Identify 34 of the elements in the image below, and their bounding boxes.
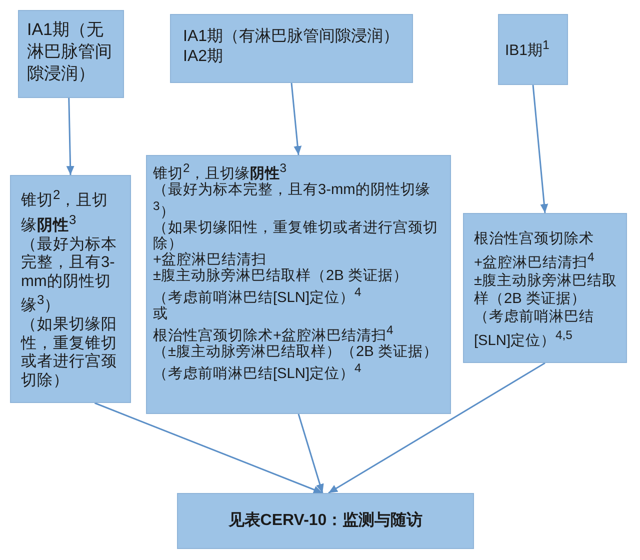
treatment-box [10, 175, 131, 403]
box-text: （最好为标本完整，且有3-mm的阴性切缘$^{3}$） [153, 182, 432, 220]
stage-box [170, 14, 413, 83]
box-text: （±腹主动脉旁淋巴结取样）（2B 类证据）（考虑前哨淋巴结[SLN]定位）$^{4}$ [153, 344, 439, 382]
treatment-box [146, 155, 451, 414]
box-text: ±腹主动脉旁淋巴结取样（2B 类证据） [474, 272, 618, 308]
follow-up-box [177, 493, 474, 549]
box-text: 锥切$^{2}$，且切缘阴性$^{3}$ [21, 186, 110, 236]
box-text: +盆腔淋巴结清扫$^{4}$ [474, 249, 596, 272]
box-text: ±腹主动脉旁淋巴结取样（2B 类证据） [153, 268, 409, 284]
box-text: （如果切缘阳性，重复锥切或者进行宫颈切除） [21, 316, 118, 390]
box-text: IA2期 [183, 47, 224, 67]
arrow [298, 414, 324, 494]
arrow [328, 362, 546, 494]
box-text: （最好为标本完整，且有3-mm的阴性切缘$^{3}$） [21, 236, 118, 316]
box-text: 根治性宫颈切除术 [474, 230, 595, 248]
stage-box [498, 14, 568, 85]
stage-box [18, 10, 124, 98]
arrow [532, 84, 548, 214]
box-text: IA1期（无淋巴脉管间隙浸润） [27, 19, 113, 85]
box-text: +盆腔淋巴结清扫 [153, 252, 267, 268]
treatment-box [463, 213, 627, 363]
box-text: 根治性宫颈切除术+盆腔淋巴结清扫$^{4}$ [153, 322, 394, 344]
arrow [290, 82, 302, 156]
box-text: IA1期（有淋巴脉管间隙浸润） [183, 27, 400, 47]
box-text: 锥切$^{2}$，且切缘阴性$^{3}$ [153, 160, 288, 182]
box-text: IB1期$^{1}$ [505, 37, 550, 61]
box-text: 或 [153, 306, 169, 322]
box-text: （考虑前哨淋巴结[SLN]定位）$^{4}$ [153, 284, 362, 306]
box-text: 见表CERV-10：监测与随访 [227, 511, 424, 531]
arrow [94, 402, 323, 494]
box-text: （考虑前哨淋巴结[SLN]定位）$^{4,5}$ [474, 308, 595, 350]
box-text: （如果切缘阳性，重复锥切或者进行宫颈切除） [153, 220, 439, 252]
arrow [66, 98, 74, 176]
